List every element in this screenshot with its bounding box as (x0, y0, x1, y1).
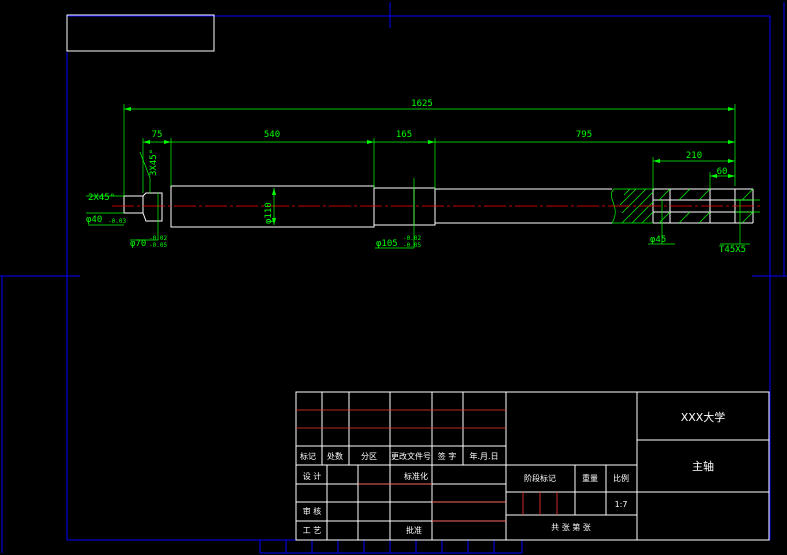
dim-dia-105-tol-lower: -0.05 (403, 242, 421, 249)
dim-dia-45: φ45 (650, 235, 666, 245)
dim-75: 75 (152, 130, 163, 140)
dim-dia-105-tol-upper: -0.02 (403, 235, 421, 242)
tb-change-doc: 更改文件号 (391, 451, 431, 461)
tb-part-name: 主轴 (692, 459, 714, 473)
tb-approve: 批准 (406, 525, 422, 535)
tb-university: XXX大学 (681, 410, 726, 424)
tb-zone: 分区 (361, 452, 377, 461)
dim-dia-70-tol-upper: -0.02 (149, 235, 167, 242)
dim-dia-40-tol: -0.03 (108, 218, 126, 225)
tb-standardize: 标准化 (404, 471, 428, 481)
tb-design: 设 计 (303, 471, 322, 481)
dim-540: 540 (264, 130, 280, 140)
title-block: 标记 处数 分区 更改文件号 签 字 年.月.日 设 计 标准化 阶段标记 重量… (295, 391, 770, 541)
tb-stage-mark: 阶段标记 (524, 473, 556, 483)
dim-dia-110: φ110 (264, 202, 274, 224)
dim-keyway-60: 60 (717, 167, 728, 177)
dim-chamfer-left: 2X45° (88, 193, 115, 203)
tb-scale: 比例 (613, 473, 629, 483)
tb-date: 年.月.日 (469, 451, 498, 461)
tb-review: 审 核 (303, 506, 322, 516)
tb-weight: 重量 (582, 473, 598, 483)
tb-sheets: 共 张 第 张 (551, 522, 591, 532)
dim-keyway-210: 210 (686, 151, 702, 161)
shaft-outline (123, 185, 754, 228)
dim-dia-70-tol-lower: -0.05 (149, 242, 167, 249)
drawing-code-box (66, 14, 215, 52)
dim-dia-70: φ70 (130, 239, 146, 249)
dim-795: 795 (576, 130, 592, 140)
tb-signature: 签 字 (438, 451, 457, 461)
dim-dia-40: φ40 (86, 215, 102, 225)
tb-count: 处数 (327, 451, 343, 461)
dim-165: 165 (396, 130, 412, 140)
dim-thread: T45X5 (719, 245, 746, 255)
tb-scale-value: 1:7 (615, 500, 628, 509)
tb-mark: 标记 (300, 451, 316, 461)
dim-dia-105: φ105 (376, 239, 398, 249)
dimension-texts: 1625 75 540 165 795 210 60 2X45° 3X45° φ… (86, 99, 746, 255)
dim-chamfer-step: 3X45° (149, 149, 159, 176)
dimension-arrows (124, 107, 735, 225)
dim-overall-length: 1625 (411, 99, 433, 109)
dimension-lines (86, 104, 760, 249)
tb-process: 工 艺 (303, 526, 322, 535)
break-section-hatch (610, 188, 754, 224)
